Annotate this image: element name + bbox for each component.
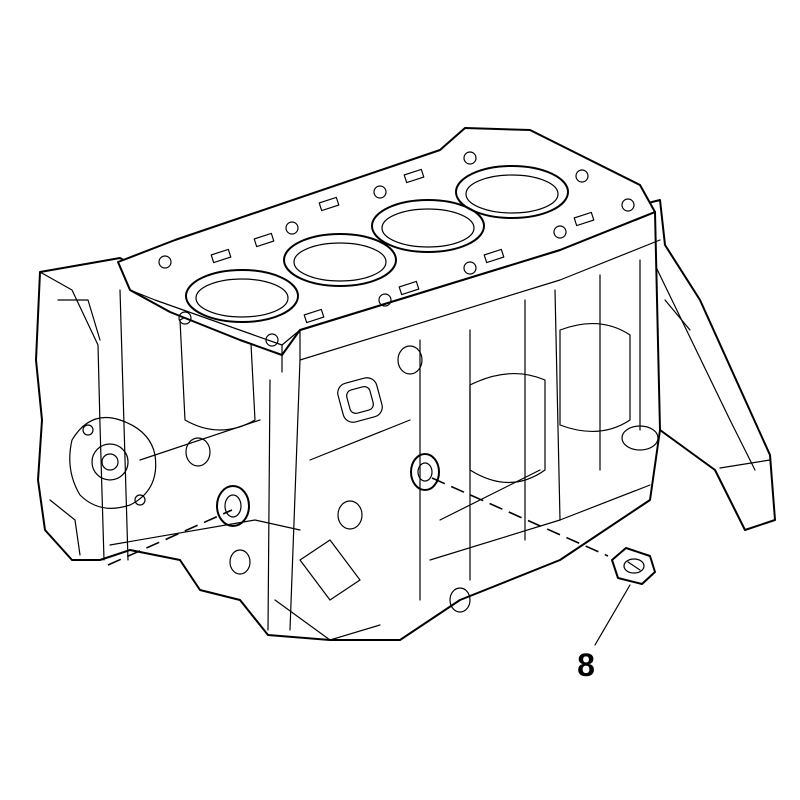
callout-number: 8 bbox=[577, 647, 595, 683]
callout-leader bbox=[594, 584, 631, 646]
cylinder-bore bbox=[455, 165, 569, 219]
pump-mount bbox=[69, 416, 157, 509]
front-ports bbox=[185, 345, 659, 641]
install-line bbox=[431, 477, 609, 557]
cylinder-deck bbox=[117, 127, 656, 373]
cylinder-bore bbox=[283, 233, 397, 287]
cylinder-bore bbox=[371, 199, 485, 253]
cylinder-bore bbox=[185, 269, 299, 323]
plug-bolt-8 bbox=[611, 547, 656, 585]
install-line bbox=[107, 509, 233, 566]
rear-flange bbox=[639, 199, 776, 531]
